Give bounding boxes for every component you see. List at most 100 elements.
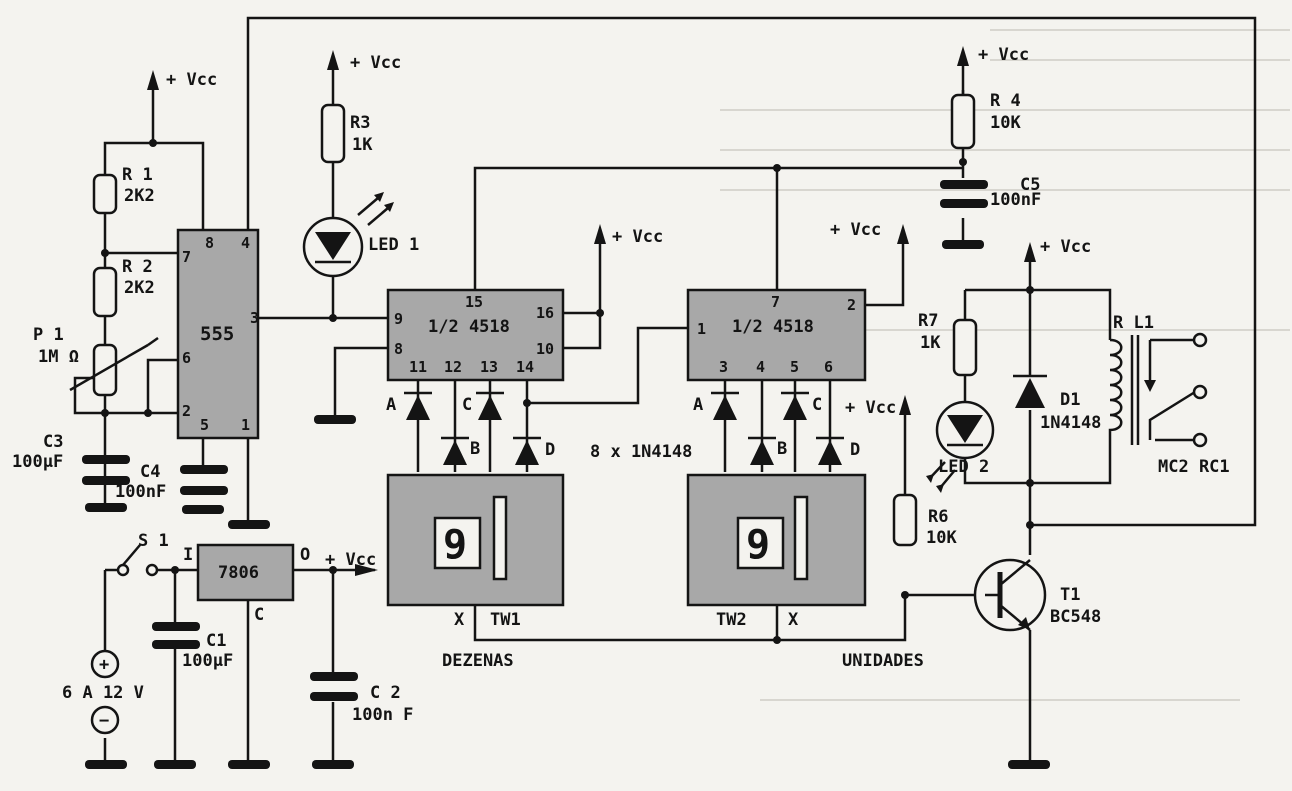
diode-d1: D1 1N4148 xyxy=(1013,374,1101,433)
terminal-minus: − xyxy=(99,711,109,731)
ic-555-pin2: 2 xyxy=(182,402,191,420)
r1-value: 2K2 xyxy=(124,186,155,206)
tw2-pin-x: X xyxy=(788,610,799,630)
r7-name: R7 xyxy=(918,311,938,331)
regulator-7806: 7806 I O C xyxy=(183,543,310,625)
ic-4518b-pin2: 2 xyxy=(847,296,856,314)
rl1-model: MC2 RC1 xyxy=(1158,457,1230,477)
c1-value: 100µF xyxy=(182,651,233,671)
ic-555-pin3: 3 xyxy=(250,309,259,327)
r4-name: R 4 xyxy=(990,91,1021,111)
ic-555-pin1: 1 xyxy=(241,416,250,434)
resistors xyxy=(69,93,978,547)
diode-label-d2: D xyxy=(850,440,860,460)
r1-name: R 1 xyxy=(122,165,153,185)
ground-symbols xyxy=(85,240,1050,769)
ic-555-pin4: 4 xyxy=(241,234,250,252)
r4-value: 10K xyxy=(990,113,1021,133)
tw1-name: TW1 xyxy=(490,610,521,630)
led1-name: LED 1 xyxy=(368,235,419,255)
transistor-t1: T1 BC548 xyxy=(973,558,1101,632)
vcc-label-3: + Vcc xyxy=(612,227,663,247)
ic-4518a-pin9: 9 xyxy=(394,310,403,328)
p1-name: P 1 xyxy=(33,325,64,345)
tw2-caption: UNIDADES xyxy=(842,651,924,671)
relay-rl1: R L1 MC2 RC1 xyxy=(1108,313,1230,477)
diode-label-c2: C xyxy=(812,395,822,415)
supply-range: 6 A 12 V xyxy=(62,683,144,703)
ic-4518a-pin15: 15 xyxy=(465,293,483,311)
diode-label-b1: B xyxy=(470,439,480,459)
ic-4518b-pin6: 6 xyxy=(824,358,833,376)
tw1-caption: DEZENAS xyxy=(442,651,514,671)
ic-4518a-label: 1/2 4518 xyxy=(428,317,510,337)
display-tw2: 9 TW2 X UNIDADES xyxy=(686,473,924,671)
junction-dots xyxy=(101,139,1034,644)
t1-value: BC548 xyxy=(1050,607,1101,627)
ic-4518a-pin12: 12 xyxy=(444,358,462,376)
ic-4518b-pin1: 1 xyxy=(697,320,706,338)
ic-4518a-pin13: 13 xyxy=(480,358,498,376)
led2: LED 2 xyxy=(926,400,995,493)
c1-name: C1 xyxy=(206,631,226,651)
p1-value: 1M Ω xyxy=(38,347,79,367)
tw1-pin-x: X xyxy=(454,610,465,630)
tw2-name: TW2 xyxy=(716,610,747,630)
ic-4518-b: 1/2 4518 7 2 1 3 4 5 6 xyxy=(686,288,867,382)
vcc-label-5: + Vcc xyxy=(978,45,1029,65)
rl1-name: R L1 xyxy=(1113,313,1154,333)
regulator-out: O xyxy=(300,545,310,565)
component-labels: + Vcc + Vcc + Vcc + Vcc + Vcc + Vcc + Vc… xyxy=(12,45,1091,725)
display-tw1: 9 X TW1 DEZENAS xyxy=(386,473,565,671)
capacitors xyxy=(82,180,988,701)
ic-555-pin5: 5 xyxy=(200,416,209,434)
c2-name: C 2 xyxy=(370,683,401,703)
ic-4518a-pin10: 10 xyxy=(536,340,554,358)
c2-value: 100n F xyxy=(352,705,413,725)
switch-s1: S 1 xyxy=(116,531,169,577)
battery-terminals: + − 6 A 12 V xyxy=(62,649,144,735)
vcc-label-8: + Vcc xyxy=(325,550,376,570)
r2-name: R 2 xyxy=(122,257,153,277)
ic-555-pin6: 6 xyxy=(182,349,191,367)
c5-name: C5 xyxy=(1020,175,1040,195)
ic-4518-a: 1/2 4518 15 16 9 8 10 11 12 13 14 xyxy=(386,288,565,382)
diode-label-d1: D xyxy=(545,440,555,460)
vcc-label-7: + Vcc xyxy=(845,398,896,418)
c4-value: 100nF xyxy=(115,482,166,502)
t1-name: T1 xyxy=(1060,585,1080,605)
vcc-label-6: + Vcc xyxy=(1040,237,1091,257)
r7-value: 1K xyxy=(920,333,941,353)
vcc-label-4: + Vcc xyxy=(830,220,881,240)
regulator-in: I xyxy=(183,545,193,565)
ic-555-pin8: 8 xyxy=(205,234,214,252)
s1-name: S 1 xyxy=(138,531,169,551)
ic-4518b-pin4: 4 xyxy=(756,358,765,376)
diode-label-a1: A xyxy=(386,395,396,415)
diodes-group-a: A B C D xyxy=(386,391,555,465)
r3-value: 1K xyxy=(352,135,373,155)
ic-4518a-pin11: 11 xyxy=(409,358,427,376)
diode-label-b2: B xyxy=(777,439,787,459)
ic-4518b-pin7: 7 xyxy=(771,293,780,311)
ic-4518b-pin3: 3 xyxy=(719,358,728,376)
vcc-label-1: + Vcc xyxy=(166,70,217,90)
ic-4518a-pin8: 8 xyxy=(394,340,403,358)
c3-value: 100µF xyxy=(12,452,63,472)
r6-value: 10K xyxy=(926,528,957,548)
ic-4518b-label: 1/2 4518 xyxy=(732,317,814,337)
led2-name: LED 2 xyxy=(938,457,989,477)
regulator-common: C xyxy=(254,605,264,625)
diodes-group-b: A B C D xyxy=(693,391,860,465)
ic-4518b-pin5: 5 xyxy=(790,358,799,376)
diodes-note: 8 x 1N4148 xyxy=(590,442,692,462)
tw1-digit: 9 xyxy=(443,522,467,568)
regulator-label: 7806 xyxy=(218,563,259,583)
led1: LED 1 xyxy=(302,192,419,278)
ic-555-label: 555 xyxy=(200,323,234,345)
diode-label-a2: A xyxy=(693,395,703,415)
r3-name: R3 xyxy=(350,113,370,133)
ic-4518a-pin14: 14 xyxy=(516,358,534,376)
